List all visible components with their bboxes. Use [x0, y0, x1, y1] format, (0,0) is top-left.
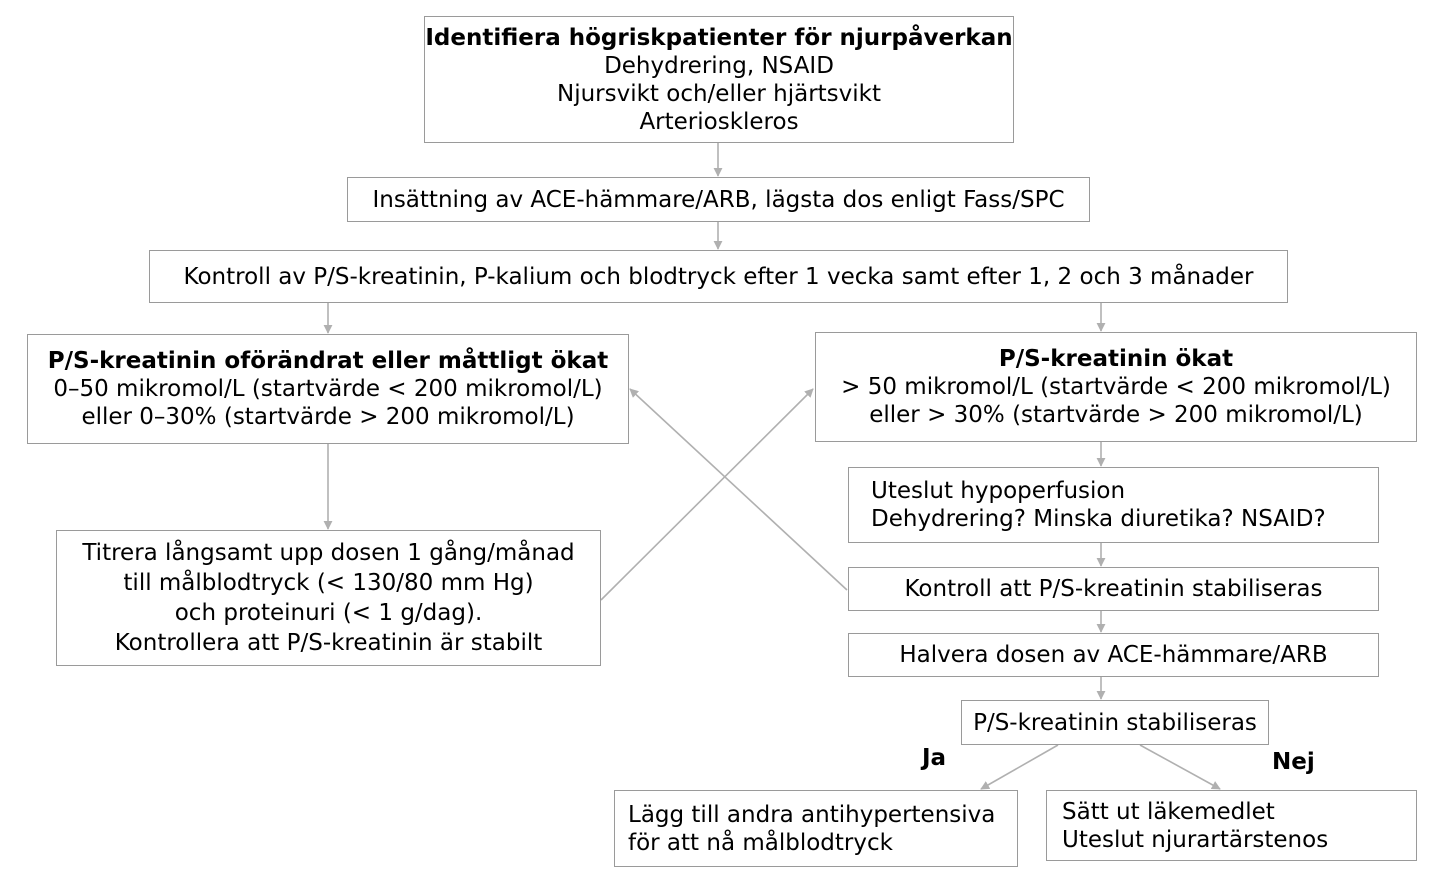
hypoperfusion-box: Uteslut hypoperfusion Dehydrering? Minsk… [848, 467, 1379, 543]
increased-title: P/S-kreatinin ökat [998, 346, 1234, 372]
unchanged-title: P/S-kreatinin oförändrat eller måttligt … [47, 348, 609, 374]
titrate-line-4: Kontrollera att P/S-kreatinin är stabilt [114, 630, 543, 656]
add-other-line-2: för att nå målblodtryck [628, 829, 893, 856]
arrow-stabilize-check-to-unchanged [629, 388, 848, 591]
arrow-titrate-to-increased [600, 388, 814, 601]
arrow-stabilized-to-add-other [980, 744, 1059, 790]
control-box: Kontroll av P/S-kreatinin, P-kalium och … [149, 250, 1288, 303]
stabilized-text: P/S-kreatinin stabiliseras [973, 709, 1257, 736]
unchanged-line-1: 0–50 mikromol/L (startvärde < 200 mikrom… [53, 376, 603, 402]
titrate-line-3: och proteinuri (< 1 g/dag). [174, 600, 483, 626]
stop-medication-box: Sätt ut läkemedlet Uteslut njurartärsten… [1046, 790, 1417, 861]
add-antihypertensive-box: Lägg till andra antihypertensiva för att… [614, 790, 1018, 867]
branch-label-no: Nej [1272, 749, 1315, 775]
start-treatment-box: Insättning av ACE-hämmare/ARB, lägsta do… [347, 177, 1090, 222]
hypoperfusion-line-2: Dehydrering? Minska diuretika? NSAID? [871, 506, 1326, 532]
arrow-stabilized-to-stop [1139, 744, 1221, 790]
identify-line-2: Njursvikt och/eller hjärtsvikt [556, 80, 881, 107]
identify-high-risk-box: Identifiera högriskpatienter för njurpåv… [424, 16, 1014, 143]
add-other-line-1: Lägg till andra antihypertensiva [628, 801, 996, 828]
branch-label-yes: Ja [922, 745, 947, 771]
identify-line-3: Arterioskleros [639, 108, 799, 135]
identify-line-1: Dehydrering, NSAID [604, 52, 834, 79]
unchanged-line-2: eller 0–30% (startvärde > 200 mikromol/L… [81, 404, 575, 430]
hypoperfusion-line-1: Uteslut hypoperfusion [871, 478, 1126, 504]
increased-line-1: > 50 mikromol/L (startvärde < 200 mikrom… [841, 374, 1391, 400]
stabilize-check-box: Kontroll att P/S-kreatinin stabiliseras [848, 567, 1379, 611]
halve-dose-box: Halvera dosen av ACE-hämmare/ARB [848, 633, 1379, 677]
creatinine-unchanged-box: P/S-kreatinin oförändrat eller måttligt … [27, 334, 629, 444]
titrate-line-1: Titrera långsamt upp dosen 1 gång/månad [82, 540, 575, 566]
halve-dose-text: Halvera dosen av ACE-hämmare/ARB [899, 642, 1328, 668]
creatinine-increased-box: P/S-kreatinin ökat > 50 mikromol/L (star… [815, 332, 1417, 442]
titrate-line-2: till målblodtryck (< 130/80 mm Hg) [123, 570, 534, 596]
creatinine-stabilized-box: P/S-kreatinin stabiliseras [961, 700, 1269, 745]
start-treatment-text: Insättning av ACE-hämmare/ARB, lägsta do… [372, 186, 1065, 213]
identify-title: Identifiera högriskpatienter för njurpåv… [425, 24, 1013, 51]
control-text: Kontroll av P/S-kreatinin, P-kalium och … [183, 263, 1254, 290]
increased-line-2: eller > 30% (startvärde > 200 mikromol/L… [869, 402, 1363, 428]
titrate-box: Titrera långsamt upp dosen 1 gång/månad … [56, 530, 601, 666]
stabilize-check-text: Kontroll att P/S-kreatinin stabiliseras [904, 576, 1323, 602]
stop-line-1: Sätt ut läkemedlet [1062, 798, 1275, 825]
stop-line-2: Uteslut njurartärstenos [1062, 826, 1329, 853]
